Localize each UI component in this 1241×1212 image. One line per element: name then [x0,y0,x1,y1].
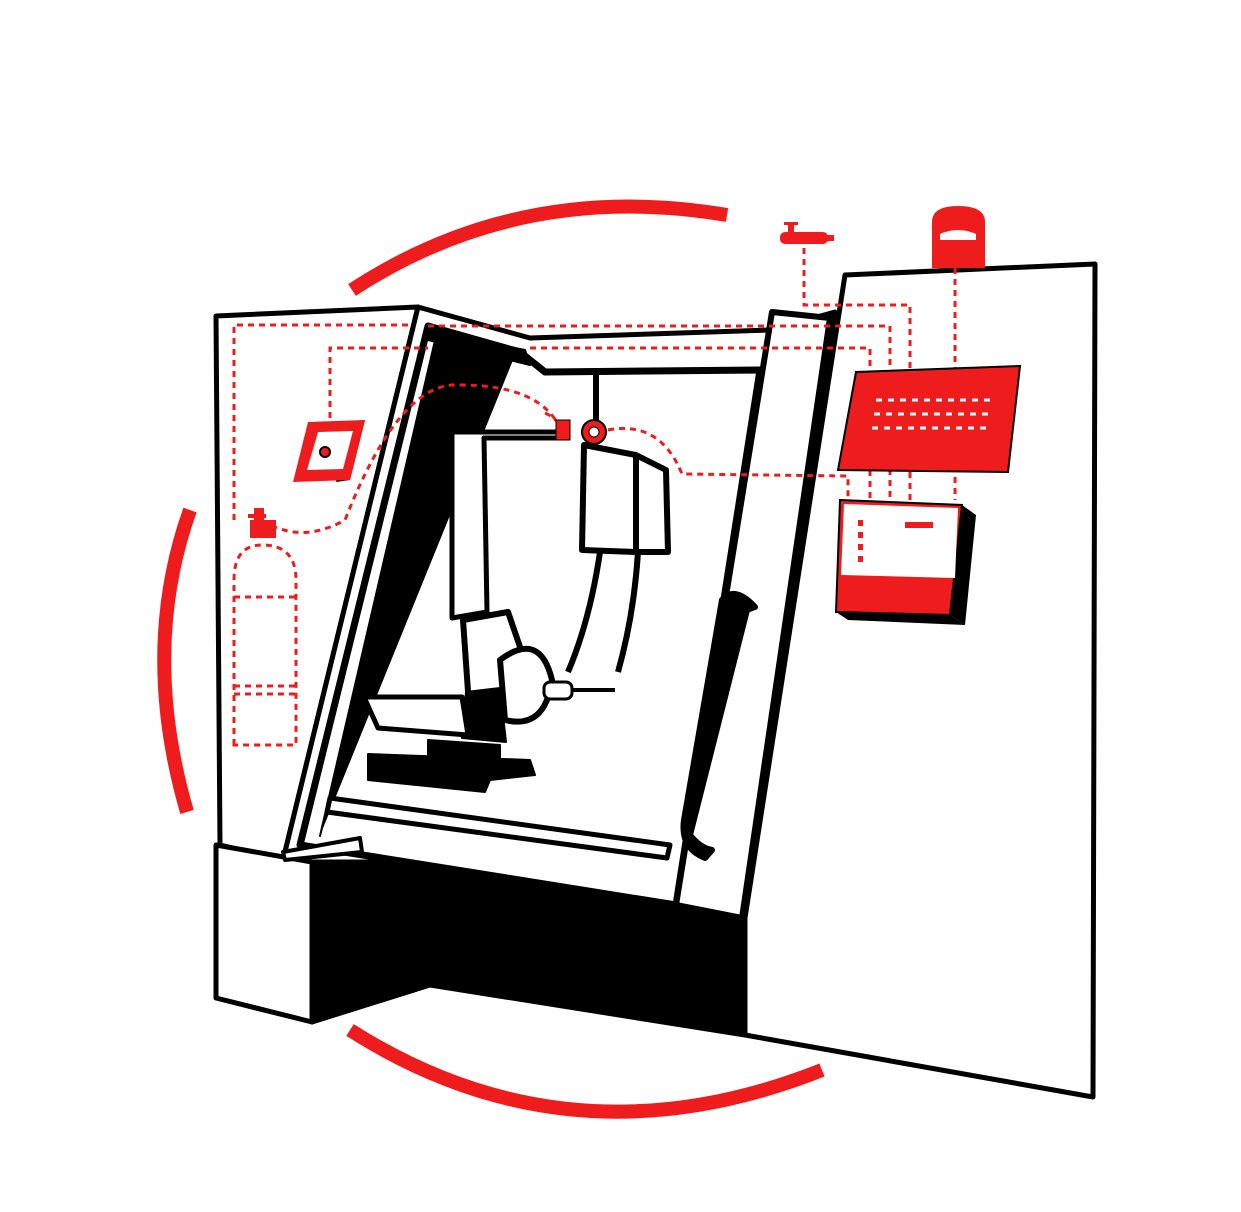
extinguishing-agent-cylinder [232,508,298,747]
line-siren-to-panel [802,248,912,500]
workpiece-assembly [542,680,615,701]
arc-top [348,199,729,296]
rotary-table [497,645,555,725]
surrounding-arcs [157,199,825,1119]
work-tray [361,694,471,738]
coolant-hose-2 [615,551,641,673]
flame-detector [581,419,607,445]
tool-column [361,429,563,793]
beacon-window [940,230,976,240]
control-unit-shadow [950,505,976,625]
led-column-4 [858,556,863,562]
manual-release-station [293,420,365,482]
spindle-head [565,375,671,674]
work-area-sill [281,836,364,862]
line-release-to-panel [328,346,872,500]
siren-top [788,225,794,234]
nozzle [555,419,571,441]
alarm-siren [780,222,834,244]
led-column-1 [858,520,863,526]
coolant-hose-1 [565,551,603,674]
line-cylinder-loop [232,323,412,520]
fire-suppression-control-panel [836,364,1022,474]
door-handle [680,590,758,861]
led-column-3 [858,544,863,550]
control-unit [834,498,976,625]
work-area-floor-rail [324,795,673,861]
arc-left [157,507,197,814]
top-rail-bar [424,329,531,366]
control-unit-screen [841,504,958,578]
valve-knob [248,514,266,518]
siren-body [780,232,828,244]
led-column-2 [858,532,863,538]
siren-end [826,235,834,241]
valve-body [250,520,276,538]
arc-bottom [346,1024,825,1119]
led-row [905,522,933,528]
base-block-2 [367,753,536,793]
cylinder-outline [232,543,298,747]
line-detector-to-panel [607,426,850,500]
beacon-light [932,206,985,268]
siren-cap [784,222,798,225]
control-unit-status-leds [858,520,933,562]
nozzle-body [555,419,571,441]
release-button-icon [319,446,331,458]
panel-indicator-rows [872,398,990,430]
cabinet-door [673,309,833,921]
detector-lens-icon [588,426,600,438]
enclosure-base-left [213,842,315,1025]
cylinder-valve [248,508,276,538]
panel-body [836,364,1022,474]
workpiece [542,680,574,701]
